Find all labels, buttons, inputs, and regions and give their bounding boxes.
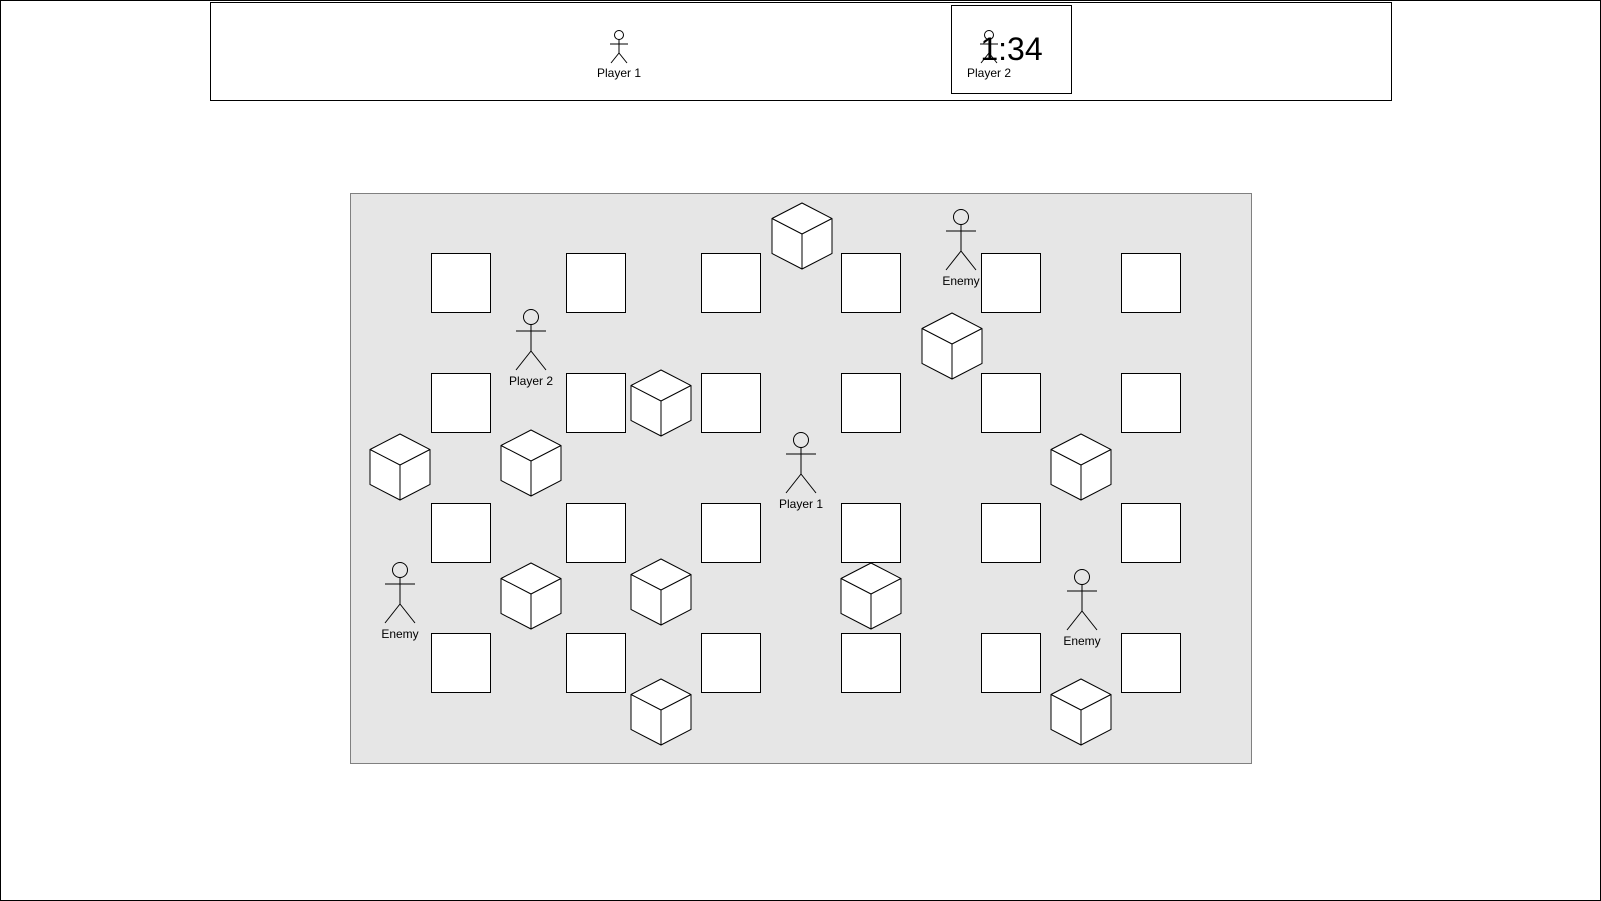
wall-block bbox=[841, 253, 901, 313]
stick-figure-icon bbox=[610, 30, 628, 64]
wall-block bbox=[701, 503, 761, 563]
hud-bar: Player 1 1:34 Player 2 bbox=[210, 2, 1392, 101]
wall-block bbox=[981, 503, 1041, 563]
game-arena: Enemy Player 2 Player 1 bbox=[350, 193, 1252, 764]
wall-block bbox=[981, 633, 1041, 693]
player-1: Player 1 bbox=[766, 432, 836, 511]
stick-figure-icon bbox=[515, 309, 547, 371]
enemy-label: Enemy bbox=[381, 627, 419, 641]
hud-player-2-label: Player 2 bbox=[966, 66, 1012, 80]
player-2-label: Player 2 bbox=[508, 374, 554, 388]
cube-icon bbox=[921, 312, 983, 380]
stick-figure-icon bbox=[945, 209, 977, 271]
hud-player-2: Player 2 bbox=[949, 30, 1029, 80]
wall-block bbox=[701, 253, 761, 313]
cube-icon bbox=[1050, 678, 1112, 746]
wall-block bbox=[981, 253, 1041, 313]
wall-block bbox=[1121, 373, 1181, 433]
match-timer: 1:34 bbox=[951, 5, 1072, 94]
enemy: Enemy bbox=[926, 209, 996, 288]
cube-icon bbox=[771, 202, 833, 270]
stick-figure-icon bbox=[1066, 569, 1098, 631]
stick-figure-icon bbox=[384, 562, 416, 624]
cube-icon bbox=[500, 562, 562, 630]
wall-block bbox=[431, 373, 491, 433]
wall-block bbox=[431, 253, 491, 313]
stick-figure-icon bbox=[785, 432, 817, 494]
enemy: Enemy bbox=[1047, 569, 1117, 648]
wall-block bbox=[981, 373, 1041, 433]
enemy: Enemy bbox=[365, 562, 435, 641]
wall-block bbox=[431, 503, 491, 563]
wall-block bbox=[1121, 633, 1181, 693]
wall-block bbox=[1121, 503, 1181, 563]
stick-figure-icon bbox=[980, 30, 998, 64]
cube-icon bbox=[840, 562, 902, 630]
wall-block bbox=[701, 373, 761, 433]
cube-icon bbox=[630, 369, 692, 437]
cube-icon bbox=[630, 558, 692, 626]
player-2: Player 2 bbox=[496, 309, 566, 388]
cube-icon bbox=[369, 433, 431, 501]
wall-block bbox=[566, 633, 626, 693]
cube-icon bbox=[500, 429, 562, 497]
wall-block bbox=[566, 253, 626, 313]
wall-block bbox=[431, 633, 491, 693]
wall-block bbox=[841, 503, 901, 563]
enemy-label: Enemy bbox=[942, 274, 980, 288]
player-1-label: Player 1 bbox=[778, 497, 824, 511]
wall-block bbox=[841, 633, 901, 693]
wall-block bbox=[841, 373, 901, 433]
enemy-label: Enemy bbox=[1063, 634, 1101, 648]
cube-icon bbox=[1050, 433, 1112, 501]
wall-block bbox=[566, 503, 626, 563]
wall-block bbox=[701, 633, 761, 693]
hud-player-1: Player 1 bbox=[579, 30, 659, 80]
wall-block bbox=[566, 373, 626, 433]
cube-icon bbox=[630, 678, 692, 746]
hud-player-1-label: Player 1 bbox=[596, 66, 642, 80]
wall-block bbox=[1121, 253, 1181, 313]
